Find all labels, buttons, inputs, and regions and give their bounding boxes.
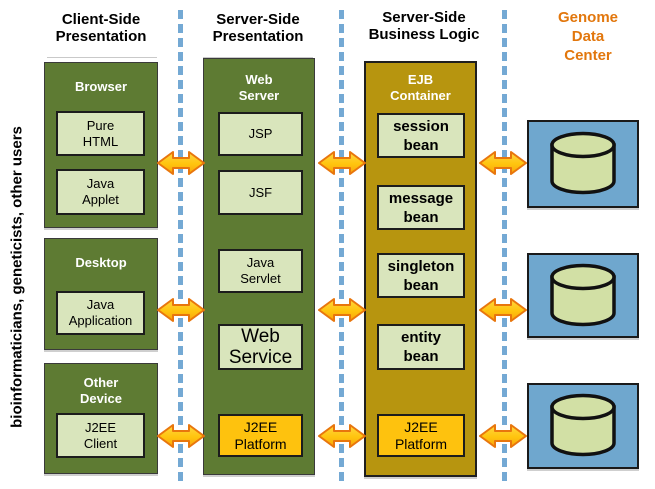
singleton-bean-box: singleton bean [377,253,465,298]
java-applet-box: Java Applet [56,169,145,215]
double-arrow-icon [157,424,205,448]
header-client-side-presentation: Client-Side Presentation [55,11,147,45]
pure-html-box: Pure HTML [56,111,145,156]
header-server-side-business-logic: Server-Side Business Logic [368,9,480,43]
database-box [527,253,639,338]
j2ee-client-box: J2EE Client [56,413,145,458]
web-server-label: Web Server [238,72,280,103]
ejb-container-label: EJB Container [390,72,451,103]
double-arrow-icon [157,151,205,175]
header-server-side-presentation: Server-Side Presentation [212,11,304,45]
double-arrow-icon [479,298,527,322]
double-arrow-icon [318,298,366,322]
message-bean-box: message bean [377,185,465,230]
tier-separator-dashed-line [178,10,183,481]
jsp-box: JSP [218,112,303,156]
double-arrow-icon [318,151,366,175]
entity-bean-box: entity bean [377,324,465,370]
j2ee-platform-box-web: J2EE Platform [218,414,303,457]
database-icon [550,263,616,326]
other-device-label: Other Device [80,375,122,406]
web-service-box: Web Service [218,324,303,370]
desktop-label: Desktop [75,255,127,270]
double-arrow-icon [318,424,366,448]
double-arrow-icon [479,151,527,175]
session-bean-box: session bean [377,113,465,158]
tier-separator-dashed-line [502,10,507,481]
browser-label: Browser [74,79,128,94]
j2ee-platform-box-ejb: J2EE Platform [377,414,465,457]
database-box [527,120,639,208]
double-arrow-icon [157,298,205,322]
database-icon [550,393,616,457]
divider-line [47,57,157,58]
tier-separator-dashed-line [339,10,344,481]
jsf-box: JSF [218,170,303,215]
java-servlet-box: Java Servlet [218,249,303,293]
double-arrow-icon [479,424,527,448]
users-vertical-label: bioinformaticians, geneticists, other us… [8,126,26,428]
database-box [527,383,639,469]
header-genome-data-center: Genome Data Center [557,9,618,64]
java-application-box: Java Application [56,291,145,335]
database-icon [550,131,616,195]
divider-line [203,57,313,58]
